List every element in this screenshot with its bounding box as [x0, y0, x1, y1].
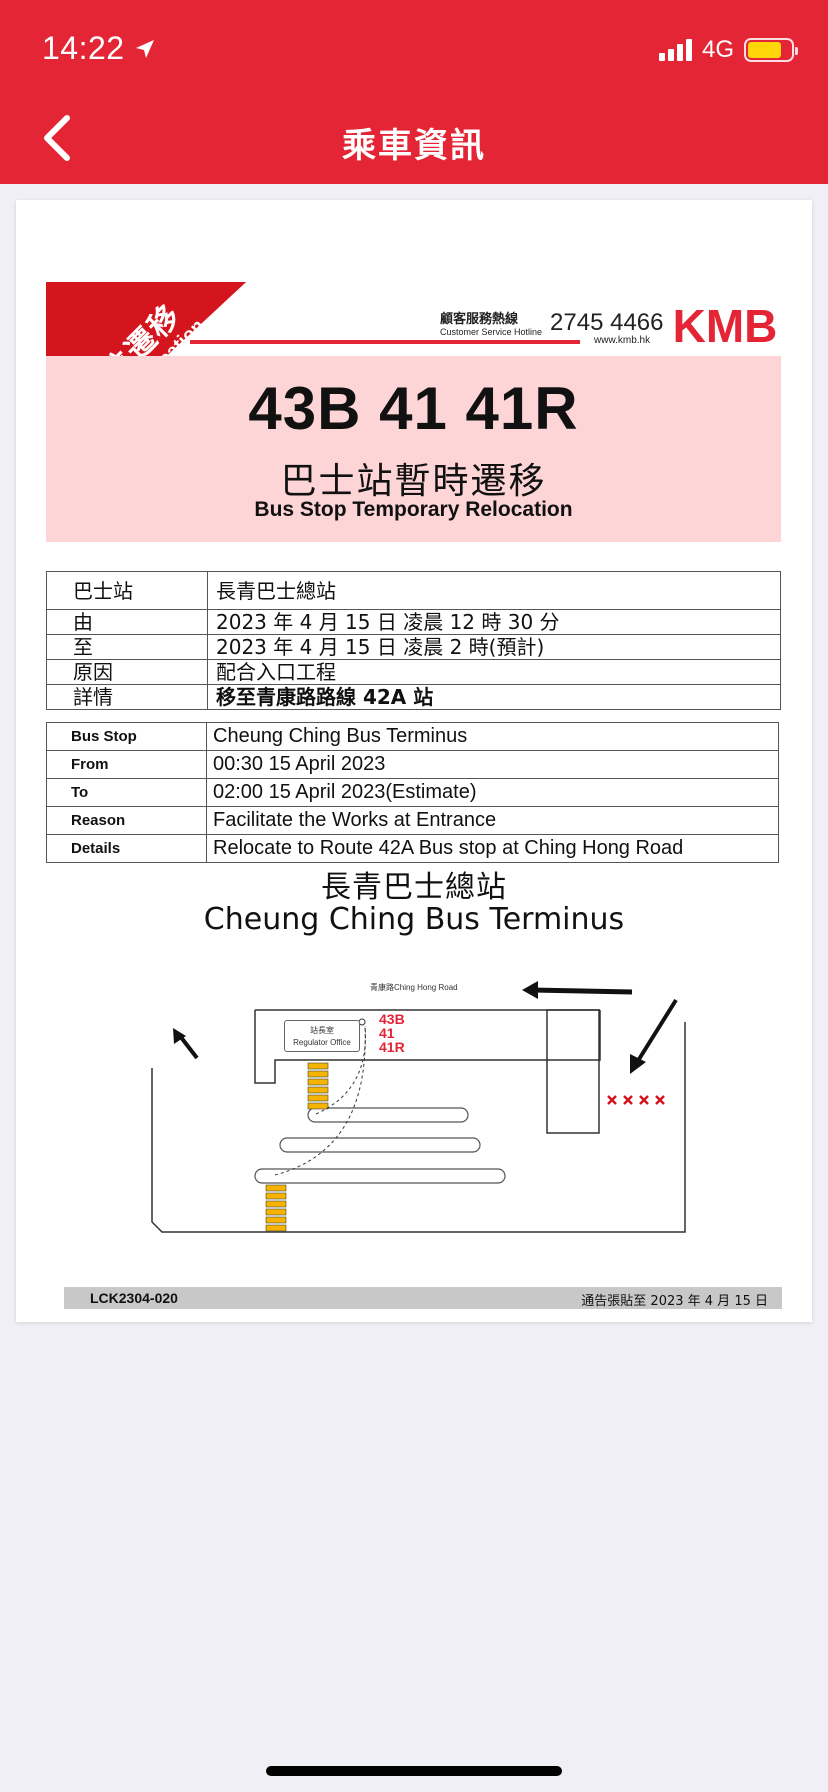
map-route-labels: 43B 41 41R — [379, 1012, 405, 1054]
status-right: 4G — [658, 36, 798, 64]
status-time-text: 14:22 — [42, 30, 125, 66]
hotline-number: 2745 4466 — [550, 308, 664, 336]
closed-stop-markers — [607, 1095, 665, 1105]
table-row: 巴士站長青巴士總站 — [46, 571, 781, 610]
queue-markings — [265, 1062, 329, 1232]
battery-icon — [744, 38, 798, 62]
kmb-logo-text: KMB — [673, 300, 778, 350]
row-label: 至 — [46, 634, 208, 660]
home-indicator[interactable] — [266, 1766, 562, 1776]
row-value: 2023 年 4 月 15 日 凌晨 2 時(預計) — [207, 634, 781, 660]
notice-footer: LCK2304-020 通告張貼至 2023 年 4 月 15 日 — [64, 1287, 782, 1309]
location-arrow-icon — [135, 39, 154, 58]
row-label: 巴士站 — [46, 571, 208, 610]
back-button[interactable] — [36, 110, 76, 166]
route-numbers: 43B 41 41R — [248, 375, 579, 442]
hotline: 顧客服務熱線 Customer Service Hotline 2745 446… — [440, 308, 664, 338]
row-value: Facilitate the Works at Entrance — [206, 806, 779, 835]
terminus-map — [151, 981, 686, 1233]
status-time: 14:22 — [42, 30, 157, 67]
row-value: 2023 年 4 月 15 日 凌晨 12 時 30 分 — [207, 609, 781, 635]
arrow-down-left-icon — [630, 998, 678, 1074]
office-label-zh: 站長室 — [310, 1026, 334, 1035]
row-label: To — [46, 778, 207, 807]
title-en: Bus Stop Temporary Relocation — [254, 498, 573, 521]
table-row: 原因配合入口工程 — [46, 659, 781, 685]
map-route-label: 43B — [379, 1011, 405, 1027]
map-route-label: 41 — [379, 1025, 395, 1041]
row-value: Relocate to Route 42A Bus stop at Ching … — [206, 834, 779, 863]
row-value: 移至青康路路線 42A 站 — [207, 684, 781, 710]
notice-code: LCK2304-020 — [90, 1290, 178, 1306]
kmb-logo: KMB — [673, 300, 778, 350]
row-value: 02:00 15 April 2023(Estimate) — [206, 778, 779, 807]
chevron-left-icon — [44, 115, 70, 161]
hotline-label-zh: 顧客服務熱線 — [440, 312, 519, 327]
header-divider — [190, 340, 580, 344]
map-route-label: 41R — [379, 1039, 405, 1055]
office-label-en: Regulator Office — [293, 1038, 351, 1047]
row-value: 00:30 15 April 2023 — [206, 750, 779, 779]
row-value: 配合入口工程 — [207, 659, 781, 685]
hotline-label-en: Customer Service Hotline — [440, 327, 543, 337]
posting-note: 通告張貼至 2023 年 4 月 15 日 — [581, 1294, 768, 1309]
website-text: www.kmb.hk — [594, 335, 651, 346]
header-panel — [46, 356, 781, 542]
row-label: From — [46, 750, 207, 779]
page-title: 乘車資訊 — [342, 126, 486, 166]
row-value: 長青巴士總站 — [207, 571, 781, 610]
row-label: 由 — [46, 609, 208, 635]
arrow-up-left-icon — [173, 1028, 199, 1060]
regulator-office: 站長室 Regulator Office — [284, 1020, 360, 1052]
terminus-name-zh: 長青巴士總站 — [321, 870, 507, 905]
arrow-left-icon — [522, 981, 633, 999]
terminus-name-en: Cheung Ching Bus Terminus — [203, 902, 625, 937]
table-row: 詳情移至青康路路線 42A 站 — [46, 684, 781, 710]
network-type: 4G — [701, 36, 734, 63]
row-label: 詳情 — [46, 684, 208, 710]
title-zh: 巴士站暫時遷移 — [280, 461, 547, 502]
row-value: Cheung Ching Bus Terminus — [206, 722, 779, 751]
map-road-label: 青康路Ching Hong Road — [370, 983, 458, 992]
row-label: Reason — [46, 806, 207, 835]
row-label: 原因 — [46, 659, 208, 685]
row-label: Bus Stop — [46, 722, 207, 751]
signal-icon — [658, 39, 692, 61]
row-label: Details — [46, 834, 207, 863]
top-bar: 14:22 4G 乘車資訊 — [0, 0, 828, 184]
